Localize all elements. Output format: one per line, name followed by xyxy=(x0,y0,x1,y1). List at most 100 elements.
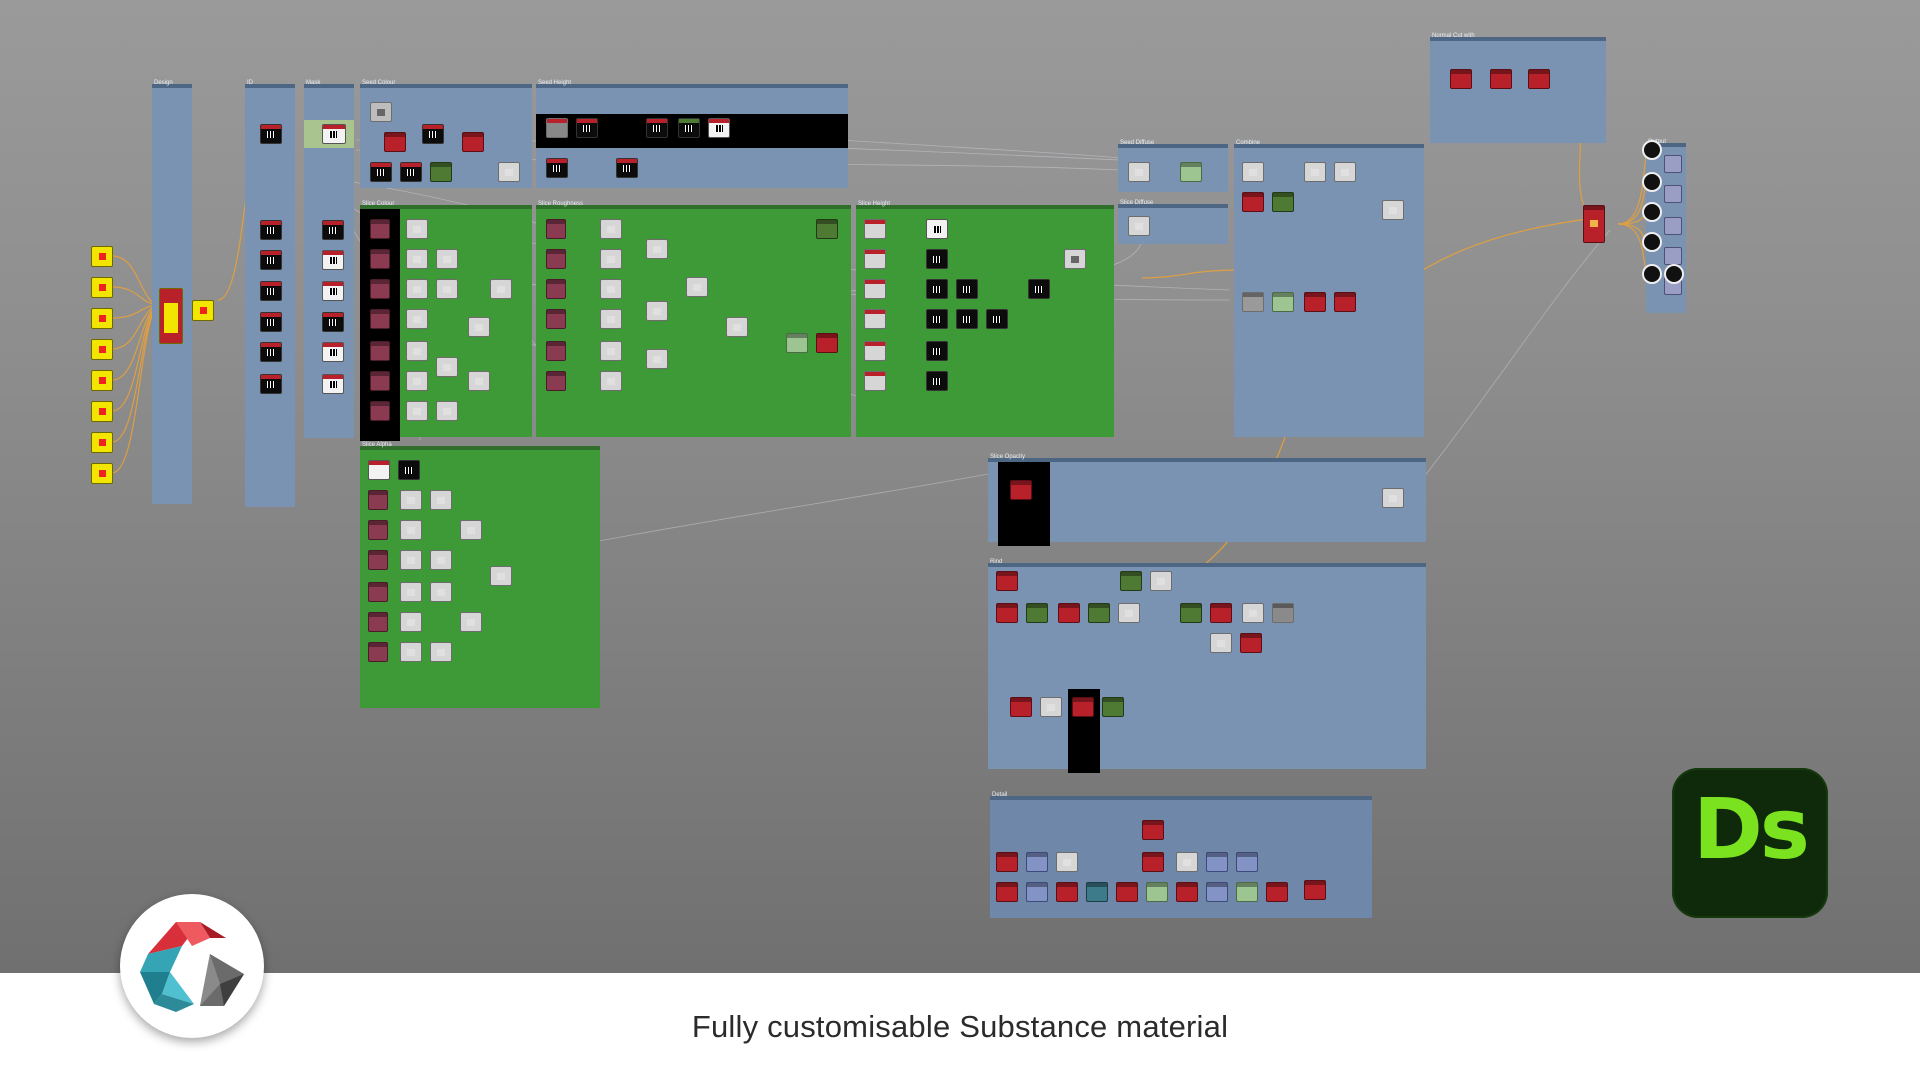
graph-node[interactable] xyxy=(1176,882,1198,902)
graph-node[interactable] xyxy=(1334,292,1356,312)
graph-node[interactable] xyxy=(400,520,422,540)
graph-node[interactable] xyxy=(322,312,344,332)
graph-node[interactable] xyxy=(926,279,948,299)
graph-node[interactable] xyxy=(1664,185,1682,203)
graph-node[interactable] xyxy=(91,463,113,484)
frame-detail[interactable]: Detail xyxy=(990,792,1372,918)
graph-node[interactable] xyxy=(406,309,428,329)
graph-node[interactable] xyxy=(370,102,392,122)
frame-normal[interactable]: Normal Cut with xyxy=(1430,33,1606,143)
graph-node[interactable] xyxy=(864,279,886,299)
graph-node[interactable] xyxy=(546,309,566,329)
graph-node[interactable] xyxy=(91,308,113,329)
graph-node[interactable] xyxy=(398,460,420,480)
graph-node[interactable] xyxy=(1334,162,1356,182)
graph-node[interactable] xyxy=(400,550,422,570)
frame-combine[interactable]: Combine xyxy=(1234,140,1424,437)
frame-id[interactable]: ID xyxy=(245,80,295,507)
graph-node[interactable] xyxy=(400,642,422,662)
graph-node[interactable] xyxy=(370,341,390,361)
graph-node[interactable] xyxy=(996,882,1018,902)
graph-node[interactable] xyxy=(678,118,700,138)
node-graph-canvas[interactable]: Design ID Mask Seed Colour xyxy=(0,0,1920,973)
graph-node[interactable] xyxy=(368,550,388,570)
graph-node[interactable] xyxy=(864,309,886,329)
graph-node[interactable] xyxy=(1272,292,1294,312)
graph-node[interactable] xyxy=(1242,292,1264,312)
graph-node[interactable] xyxy=(956,279,978,299)
graph-node[interactable] xyxy=(1150,571,1172,591)
graph-node[interactable] xyxy=(400,490,422,510)
graph-node[interactable] xyxy=(368,642,388,662)
graph-node[interactable] xyxy=(1304,880,1326,900)
frame-slice-alpha[interactable]: Slice Alpha xyxy=(360,442,600,708)
graph-node[interactable] xyxy=(436,401,458,421)
graph-node[interactable] xyxy=(468,317,490,337)
graph-node[interactable] xyxy=(430,162,452,182)
graph-node[interactable] xyxy=(1120,571,1142,591)
graph-node[interactable] xyxy=(546,371,566,391)
output-cube-icon[interactable] xyxy=(1642,232,1662,252)
graph-node[interactable] xyxy=(686,277,708,297)
graph-node[interactable] xyxy=(1028,279,1050,299)
graph-node[interactable] xyxy=(436,357,458,377)
graph-node[interactable] xyxy=(498,162,520,182)
graph-node[interactable] xyxy=(1128,162,1150,182)
graph-node[interactable] xyxy=(1056,882,1078,902)
graph-node[interactable] xyxy=(1236,882,1258,902)
frame-output[interactable]: Output xyxy=(1646,139,1686,313)
graph-node[interactable] xyxy=(322,374,344,394)
graph-node[interactable] xyxy=(646,349,668,369)
graph-node[interactable] xyxy=(260,124,282,144)
graph-node[interactable] xyxy=(986,309,1008,329)
graph-node[interactable] xyxy=(406,219,428,239)
graph-node[interactable] xyxy=(91,432,113,453)
graph-node[interactable] xyxy=(368,520,388,540)
graph-node[interactable] xyxy=(1382,200,1404,220)
graph-node[interactable] xyxy=(192,300,214,321)
graph-node[interactable] xyxy=(576,118,598,138)
graph-node[interactable] xyxy=(91,246,113,267)
graph-node[interactable] xyxy=(260,312,282,332)
graph-node[interactable] xyxy=(600,249,622,269)
graph-node[interactable] xyxy=(1010,480,1032,500)
graph-node[interactable] xyxy=(646,239,668,259)
graph-node[interactable] xyxy=(1664,217,1682,235)
graph-node[interactable] xyxy=(322,281,344,301)
graph-node[interactable] xyxy=(370,401,390,421)
graph-node[interactable] xyxy=(370,219,390,239)
graph-node[interactable] xyxy=(370,162,392,182)
graph-node[interactable] xyxy=(1242,603,1264,623)
graph-node[interactable] xyxy=(1040,697,1062,717)
graph-node[interactable] xyxy=(1026,603,1048,623)
graph-node[interactable] xyxy=(91,401,113,422)
graph-node[interactable] xyxy=(926,371,948,391)
graph-node[interactable] xyxy=(462,132,484,152)
graph-node[interactable] xyxy=(1304,292,1326,312)
graph-node[interactable] xyxy=(91,277,113,298)
graph-node[interactable] xyxy=(926,249,948,269)
output-cube-icon[interactable] xyxy=(1642,140,1662,160)
graph-node[interactable] xyxy=(646,301,668,321)
graph-node[interactable] xyxy=(1304,162,1326,182)
graph-node[interactable] xyxy=(368,490,388,510)
output-cube-icon[interactable] xyxy=(1642,264,1662,284)
graph-node[interactable] xyxy=(490,279,512,299)
graph-node[interactable] xyxy=(370,371,390,391)
graph-node[interactable] xyxy=(1072,697,1094,717)
graph-node[interactable] xyxy=(646,118,668,138)
graph-node[interactable] xyxy=(1272,603,1294,623)
graph-node[interactable] xyxy=(600,371,622,391)
graph-node[interactable] xyxy=(1010,697,1032,717)
graph-node[interactable] xyxy=(460,520,482,540)
graph-node[interactable] xyxy=(864,371,886,391)
graph-node[interactable] xyxy=(546,341,566,361)
graph-node[interactable] xyxy=(436,279,458,299)
graph-node[interactable] xyxy=(260,342,282,362)
graph-node[interactable] xyxy=(1180,603,1202,623)
graph-node[interactable] xyxy=(406,279,428,299)
frame-slice-opacity[interactable]: Slice Opacity xyxy=(988,454,1426,546)
graph-node[interactable] xyxy=(260,281,282,301)
graph-node[interactable] xyxy=(322,342,344,362)
graph-node[interactable] xyxy=(406,249,428,269)
